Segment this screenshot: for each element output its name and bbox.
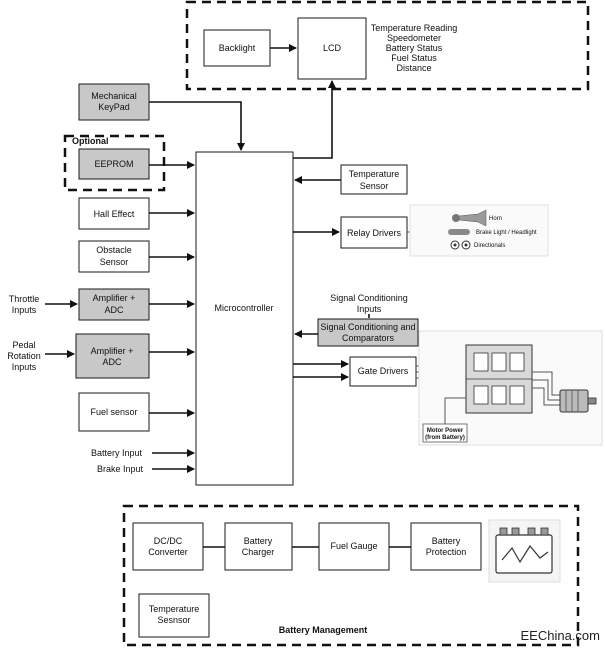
motor-power-box bbox=[422, 423, 468, 443]
motor-power-line-1: Motor Power bbox=[427, 428, 464, 434]
lcd-info-line-3: Battery Status bbox=[386, 43, 443, 53]
sig-cond-line-1: Signal Conditioning and bbox=[320, 322, 415, 332]
brake-light-icon bbox=[448, 229, 470, 235]
sig-cond-inputs-line-1: Signal Conditioning bbox=[330, 293, 408, 303]
lcd-info-line-1: Temperature Reading bbox=[371, 23, 458, 33]
obstacle-line-1: Obstacle bbox=[96, 245, 132, 255]
amplifier-adc-1-box bbox=[78, 288, 150, 321]
directional-lights-icon bbox=[450, 240, 471, 250]
amp1-line-2: ADC bbox=[104, 305, 124, 315]
watermark: EEChina.com bbox=[521, 628, 600, 643]
relay-drivers-label: Relay Drivers bbox=[347, 228, 402, 238]
bridge-to-motor-line-2 bbox=[532, 379, 560, 401]
pedal-line-2: Rotation bbox=[7, 351, 41, 361]
bridge-to-motor-line-1 bbox=[532, 371, 560, 396]
horn-icon bbox=[452, 209, 487, 227]
directionals-label: Directionals bbox=[474, 243, 505, 249]
dcdc-line-2: Converter bbox=[148, 547, 188, 557]
motor-icon bbox=[559, 389, 597, 413]
bridge-to-motor-line-3 bbox=[532, 387, 560, 406]
battery-management-border bbox=[122, 504, 580, 647]
protection-line-1: Battery bbox=[432, 536, 461, 546]
temperature-sensor-box bbox=[340, 164, 408, 195]
battery-temp-line-1: Temperature bbox=[149, 604, 200, 614]
display-group-border bbox=[185, 0, 590, 91]
lcd-box bbox=[297, 17, 367, 80]
dcdc-converter-box bbox=[132, 522, 204, 571]
eeprom-label: EEPROM bbox=[94, 159, 133, 169]
keypad-line-2: KeyPad bbox=[98, 102, 130, 112]
amplifier-adc-2-box bbox=[75, 333, 150, 379]
obstacle-sensor-box bbox=[78, 240, 150, 273]
fuel-sensor-label: Fuel sensor bbox=[90, 407, 137, 417]
amp1-line-1: Amplifier + bbox=[93, 293, 136, 303]
battery-input-label: Battery Input bbox=[91, 448, 143, 458]
keypad-to-mcu-arrow bbox=[149, 101, 245, 151]
throttle-line-2: Inputs bbox=[12, 305, 37, 315]
lcd-label: LCD bbox=[323, 43, 342, 53]
charger-line-1: Battery bbox=[244, 536, 273, 546]
fuel-gauge-label: Fuel Gauge bbox=[330, 541, 377, 551]
brake-light-label: Brake Light / Headlight bbox=[476, 230, 537, 236]
lcd-info-line-4: Fuel Status bbox=[391, 53, 437, 63]
pedal-line-3: Inputs bbox=[12, 362, 37, 372]
battery-temp-sensor-box bbox=[138, 593, 210, 638]
fuel-sensor-box bbox=[78, 392, 150, 432]
lcd-info-line-5: Distance bbox=[396, 63, 431, 73]
temp-sensor-line-1: Temperature bbox=[349, 169, 400, 179]
obstacle-line-2: Sensor bbox=[100, 257, 129, 267]
horn-label: Horn bbox=[489, 216, 502, 222]
optional-label: Optional bbox=[72, 136, 109, 146]
battery-icon bbox=[488, 519, 561, 583]
lcd-info-line-2: Speedometer bbox=[387, 33, 441, 43]
signal-conditioning-box bbox=[317, 318, 419, 347]
inverter-bridge-icon bbox=[465, 344, 533, 414]
hall-effect-label: Hall Effect bbox=[94, 209, 135, 219]
microcontroller-box bbox=[195, 151, 294, 486]
optional-group-border bbox=[63, 134, 166, 192]
sig-cond-inputs-line-2: Inputs bbox=[357, 304, 382, 314]
sig-cond-line-2: Comparators bbox=[342, 333, 395, 343]
amp2-line-2: ADC bbox=[102, 357, 122, 367]
throttle-line-1: Throttle bbox=[9, 294, 40, 304]
pedal-line-1: Pedal bbox=[12, 340, 35, 350]
battery-temp-line-2: Sesnsor bbox=[157, 615, 190, 625]
brake-input-label: Brake Input bbox=[97, 464, 144, 474]
keypad-line-1: Mechanical bbox=[91, 91, 137, 101]
motor-power-line-2: (from Battery) bbox=[425, 435, 465, 441]
temp-sensor-line-2: Sensor bbox=[360, 181, 389, 191]
battery-management-label: Battery Management bbox=[279, 625, 368, 635]
motor-power-line bbox=[444, 397, 466, 425]
eeprom-box bbox=[78, 148, 150, 180]
backlight-label: Backlight bbox=[219, 43, 256, 53]
protection-line-2: Protection bbox=[426, 547, 467, 557]
battery-protection-box bbox=[410, 522, 482, 571]
amp2-line-1: Amplifier + bbox=[91, 346, 134, 356]
backlight-box bbox=[203, 29, 271, 67]
mcu-to-lcd-arrow bbox=[293, 80, 336, 159]
hall-effect-box bbox=[78, 197, 150, 230]
gate-drivers-label: Gate Drivers bbox=[358, 366, 409, 376]
microcontroller-label: Microcontroller bbox=[214, 303, 273, 313]
dcdc-line-1: DC/DC bbox=[154, 536, 183, 546]
charger-line-2: Charger bbox=[242, 547, 275, 557]
